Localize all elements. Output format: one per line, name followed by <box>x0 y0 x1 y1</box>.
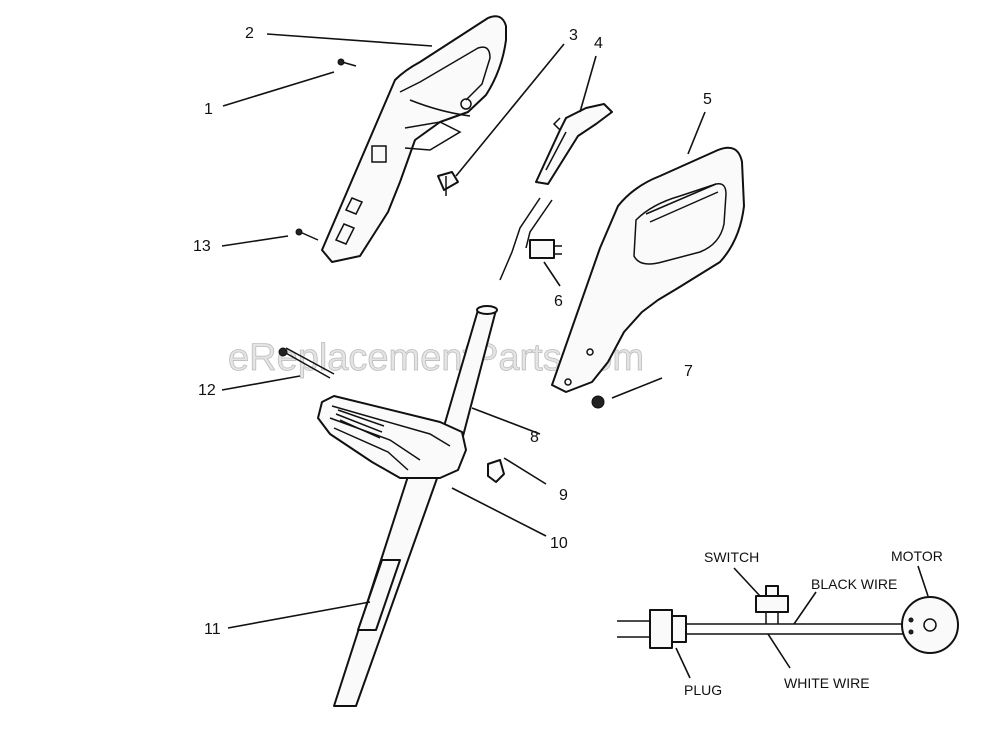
black-wire-label: BLACK WIRE <box>811 576 897 592</box>
motor-symbol <box>901 596 959 654</box>
plug-label: PLUG <box>684 682 722 698</box>
auxiliary-handle <box>317 395 467 479</box>
part-7-nut <box>591 395 605 409</box>
switch-label: SWITCH <box>704 549 759 565</box>
part-6-switch <box>499 197 562 281</box>
callout-8: 8 <box>530 429 539 446</box>
part-2-left-handle <box>321 15 507 263</box>
callout-3: 3 <box>569 27 578 44</box>
callout-5: 5 <box>703 91 712 108</box>
plug-symbol <box>649 609 694 649</box>
part-1-screw <box>337 58 357 67</box>
callout-1: 1 <box>204 101 213 118</box>
callout-4: 4 <box>594 35 603 52</box>
callout-13: 13 <box>193 238 211 255</box>
part-4-trigger <box>535 103 613 185</box>
callout-2: 2 <box>245 25 254 42</box>
callout-10: 10 <box>550 535 568 552</box>
part-11-label <box>357 559 401 631</box>
motor-label: MOTOR <box>891 548 943 564</box>
callout-leaders <box>221 33 706 629</box>
callout-labels: 1 2 3 4 5 6 7 8 9 10 11 12 13 <box>193 25 712 638</box>
callout-6: 6 <box>554 293 563 310</box>
part-9-clamp <box>487 459 505 483</box>
callout-7: 7 <box>684 363 693 380</box>
wiring-diagram: SWITCH MOTOR BLACK WIRE WHITE WIRE PLUG <box>617 548 959 698</box>
part-5-right-handle <box>551 146 745 393</box>
callout-9: 9 <box>559 487 568 504</box>
part-13-screw <box>295 228 319 241</box>
white-wire-label: WHITE WIRE <box>784 675 870 691</box>
part-12-bolt <box>278 347 335 379</box>
switch-symbol <box>755 585 789 624</box>
callout-12: 12 <box>198 382 216 399</box>
part-3-clip <box>437 171 459 196</box>
callout-11: 11 <box>204 621 221 638</box>
